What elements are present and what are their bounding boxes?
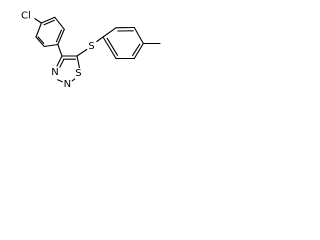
bond-ar2-c4-c5 xyxy=(133,42,144,60)
bond-ring-n-c4 xyxy=(56,55,63,67)
upper-nitrogen-label: N xyxy=(51,67,58,78)
bond-ring-n-n xyxy=(57,79,63,83)
bond-ring-c5-s-thioether xyxy=(76,48,88,57)
bond-ar2-c3-c4 xyxy=(133,26,144,45)
bond-ar1-c4-ring-c4 xyxy=(57,43,63,57)
bond-ar1-c3-c4 xyxy=(57,28,65,46)
bond-ar1-c4-c5 xyxy=(43,43,59,48)
bond-ar1-double-a xyxy=(43,19,55,26)
bond-ar1-c1-c2 xyxy=(40,16,56,24)
upper-nitrogen-mask xyxy=(51,67,59,78)
bond-ar2-double-c xyxy=(106,37,119,56)
ring-sulfur-mask xyxy=(75,68,83,79)
chlorine-label: Cl xyxy=(21,11,31,22)
bond-ring-c5-s xyxy=(76,55,81,69)
bond-ar2-c6-c1 xyxy=(102,36,117,60)
atom-labels: Cl S S N N xyxy=(20,10,96,90)
thioether-sulfur-label: S xyxy=(88,41,94,52)
bond-ar2-c1-c2 xyxy=(102,27,117,38)
thioether-sulfur-mask xyxy=(88,41,96,52)
ring-sulfur-label: S xyxy=(75,68,81,79)
molecule-structure: Cl S S N N xyxy=(20,10,161,90)
bond-ar1-c5-c6 xyxy=(35,36,45,48)
bond-ar1-double-b xyxy=(55,29,62,43)
bond-cl-c1 xyxy=(33,17,42,24)
bond-ar1-c2-c3 xyxy=(54,16,65,30)
lower-nitrogen-mask xyxy=(63,79,72,90)
lower-nitrogen-label: N xyxy=(64,79,71,90)
bond-ring-n-c4-double xyxy=(59,58,65,68)
chlorine-mask xyxy=(20,10,35,22)
bond-s-ar2-c1 xyxy=(96,36,104,43)
bond-ar1-double-c xyxy=(37,36,45,44)
bond-ar1-c6-c1 xyxy=(35,22,42,38)
bonds xyxy=(33,16,161,83)
bond-ar2-double-b xyxy=(132,43,141,56)
